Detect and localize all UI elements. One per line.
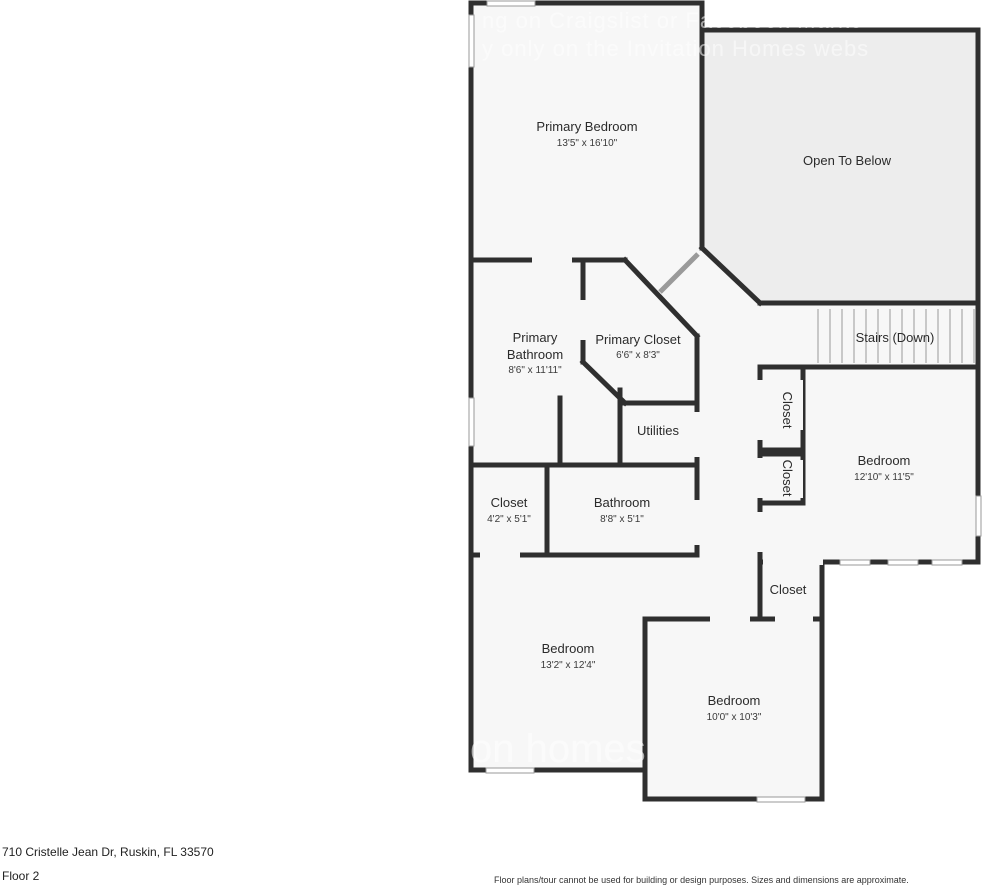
windows bbox=[468, 0, 982, 803]
floor-fill bbox=[470, 3, 978, 799]
room-dim-closet-left: 4'2" x 5'1" bbox=[487, 514, 531, 525]
disclaimer-text: Floor plans/tour cannot be used for buil… bbox=[494, 875, 909, 885]
room-dim-bedroom-right: 12'10" x 11'5" bbox=[854, 472, 914, 483]
property-address: 710 Cristelle Jean Dr, Ruskin, FL 33570 bbox=[2, 845, 214, 859]
open-to-below-area bbox=[702, 30, 978, 303]
watermark-line-2: y only on the Invitation Homes webs bbox=[482, 36, 869, 61]
watermark-center: on homes bbox=[470, 727, 646, 771]
room-label-closet-small-2: Closet bbox=[780, 460, 795, 497]
room-dim-primary-bathroom: 8'6" x 11'11" bbox=[508, 365, 562, 376]
room-label-stairs: Stairs (Down) bbox=[856, 330, 935, 345]
room-label-open-to-below: Open To Below bbox=[803, 153, 892, 168]
room-dim-bedroom-bottom: 10'0" x 10'3" bbox=[707, 712, 762, 723]
stairs bbox=[817, 309, 975, 363]
room-label-primary-bedroom: Primary Bedroom bbox=[536, 119, 637, 134]
room-label-primary-bathroom-line2: Bathroom bbox=[507, 347, 563, 362]
room-label-closet-left: Closet bbox=[491, 495, 528, 510]
room-label-utilities: Utilities bbox=[637, 423, 679, 438]
room-label-primary-bathroom-line1: Primary bbox=[513, 330, 558, 345]
room-label-bedroom-left: Bedroom bbox=[542, 641, 595, 656]
room-label-closet-small-1: Closet bbox=[780, 392, 795, 429]
room-label-primary-closet: Primary Closet bbox=[595, 332, 681, 347]
room-label-bedroom-bottom: Bedroom bbox=[708, 693, 761, 708]
room-dim-primary-bedroom: 13'5" x 16'10" bbox=[557, 138, 618, 149]
door-openings bbox=[480, 252, 823, 622]
room-dim-bathroom: 8'8" x 5'1" bbox=[600, 514, 644, 525]
room-dim-primary-closet: 6'6" x 8'3" bbox=[616, 350, 660, 361]
room-label-bedroom-right: Bedroom bbox=[858, 453, 911, 468]
room-dim-bedroom-left: 13'2" x 12'4" bbox=[541, 660, 596, 671]
watermark-line-1: ng on Craigslist or Facebook Marke bbox=[482, 8, 863, 33]
room-label-closet-mid: Closet bbox=[770, 582, 807, 597]
room-label-bathroom: Bathroom bbox=[594, 495, 650, 510]
floor-label: Floor 2 bbox=[2, 869, 40, 883]
